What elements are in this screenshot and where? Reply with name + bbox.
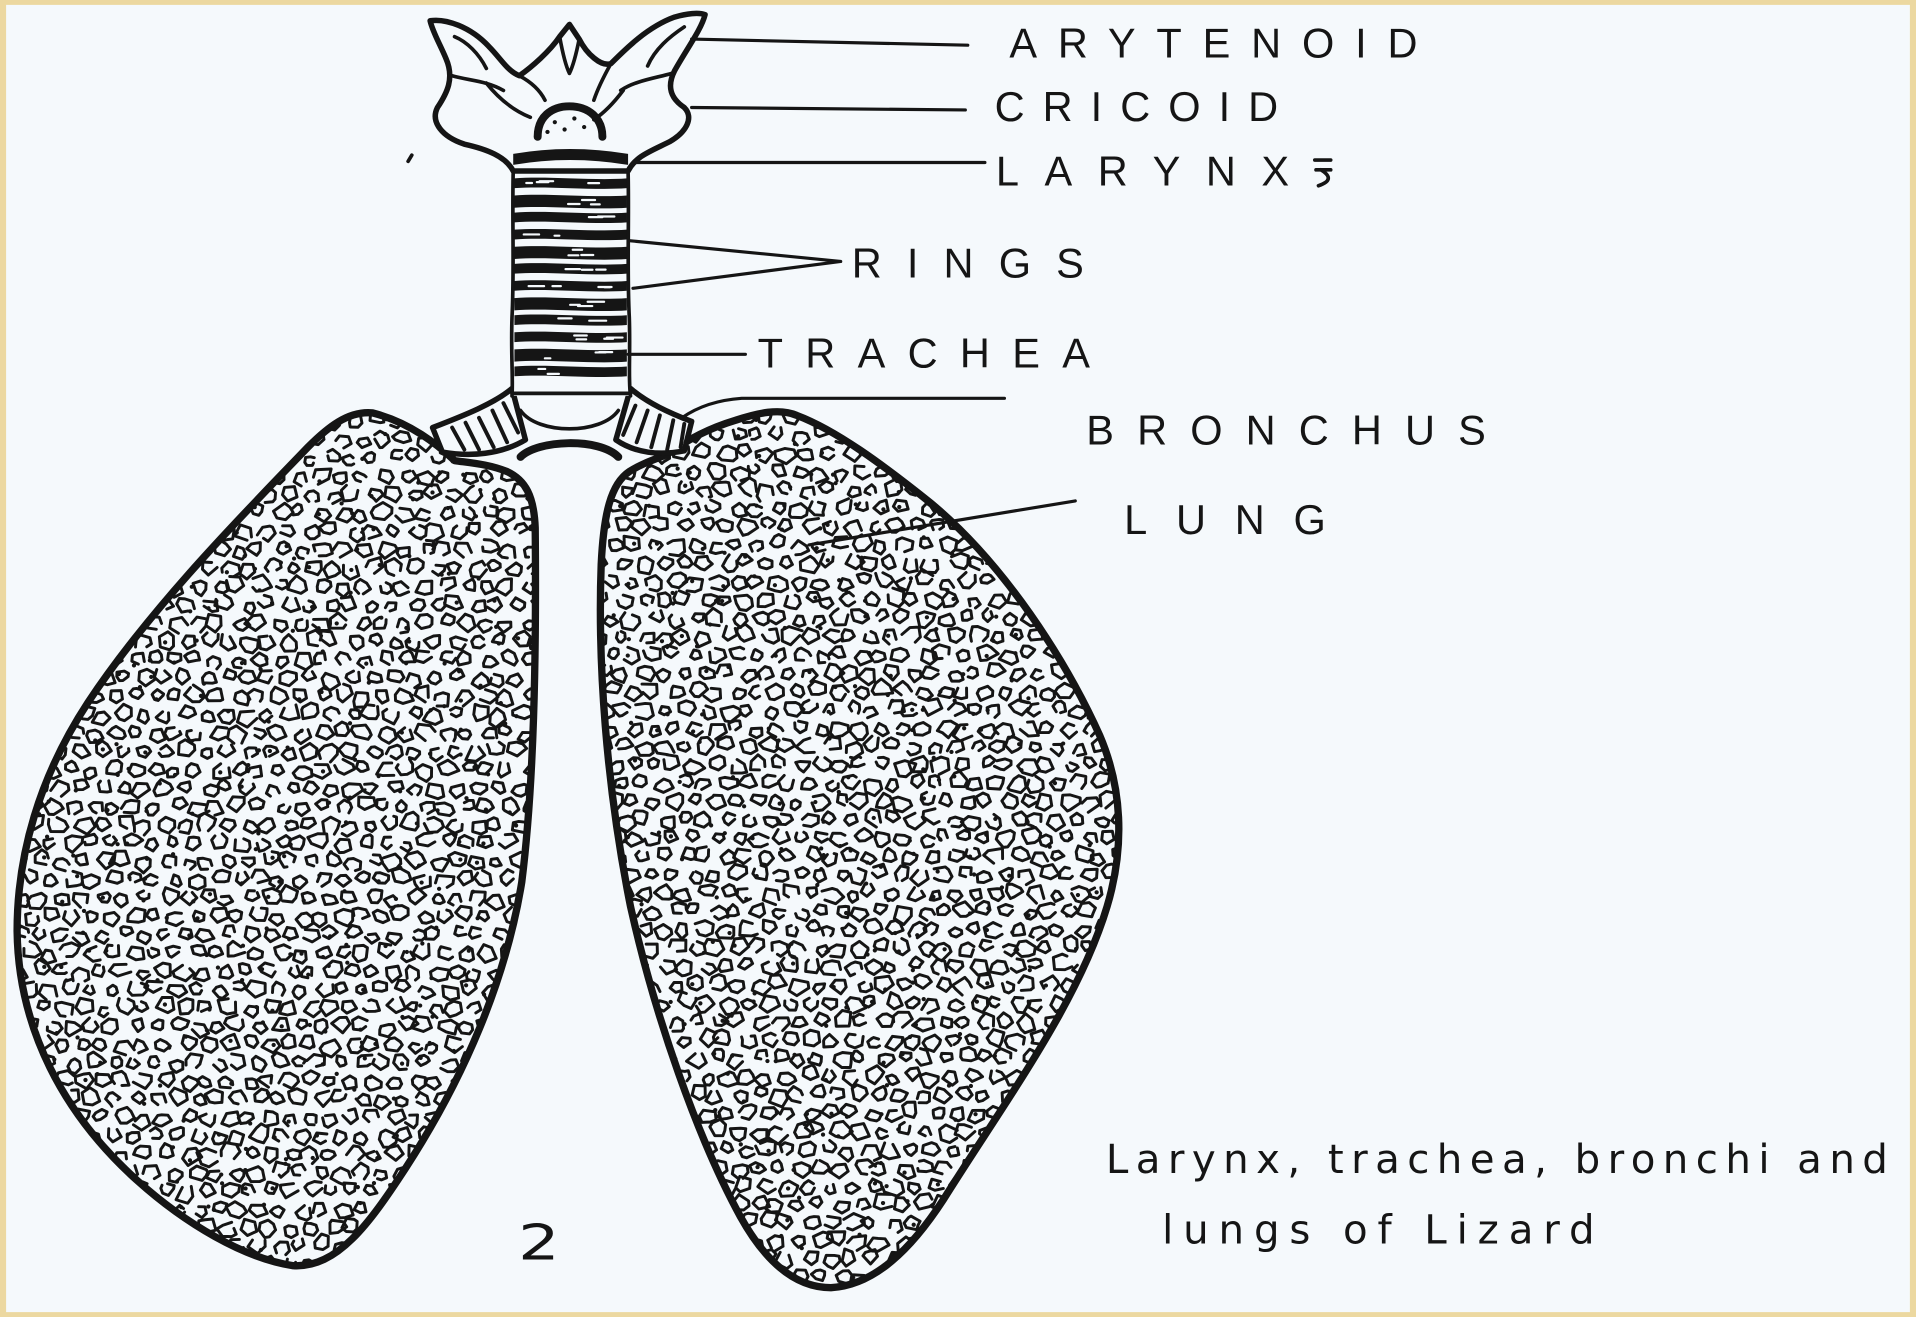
tracheal-ring (514, 246, 626, 260)
tracheal-ring (514, 314, 626, 325)
tracheal-ring (514, 195, 626, 209)
trachea (512, 169, 631, 429)
trachea-right-wall (628, 171, 630, 396)
tracheal-ring (514, 366, 626, 377)
tracheal-ring-highlight (589, 216, 615, 217)
tracheal-ring-highlight (566, 269, 606, 270)
larynx-cartilages (430, 13, 705, 171)
label-arytenoid: ARYTENOID (1009, 19, 1417, 66)
trachea-left-wall (512, 171, 514, 396)
tracheal-ring (514, 349, 626, 363)
figure-number: 2 (518, 1215, 560, 1272)
caption-line-2: lungs of Lizard (1162, 1207, 1595, 1254)
larynx (430, 13, 705, 171)
